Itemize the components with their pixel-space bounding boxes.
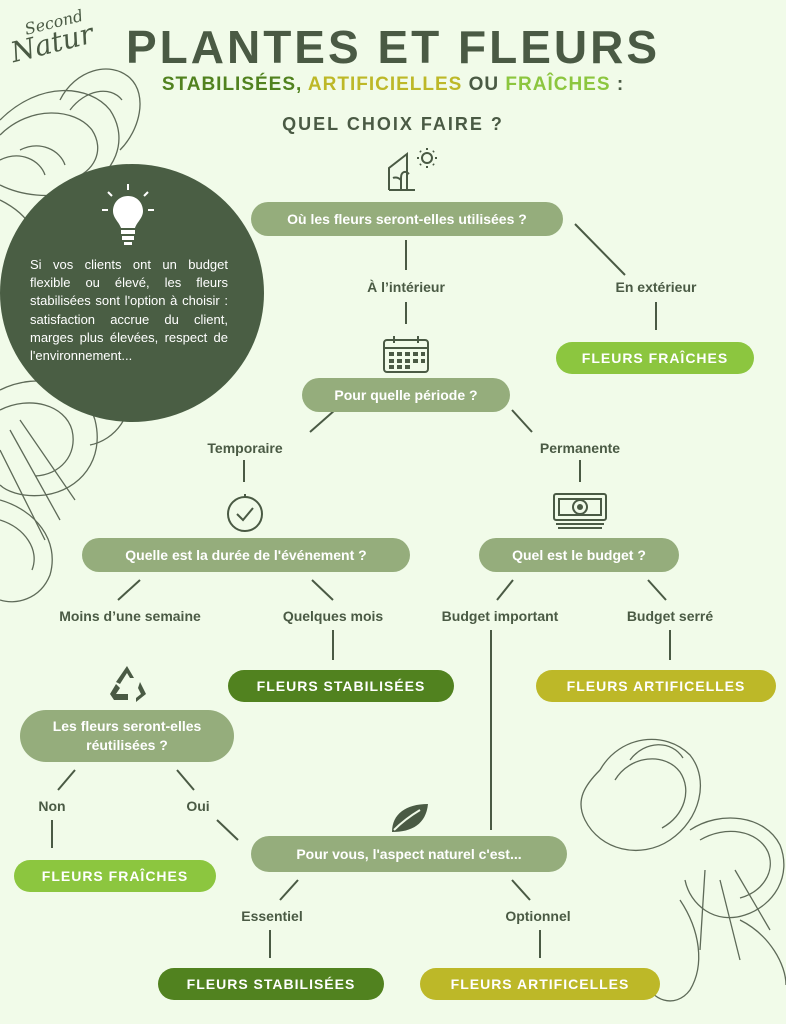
recycle-icon (110, 666, 146, 702)
result-artificielles-budget: FLEURS ARTIFICELLES (536, 670, 776, 702)
label-non: Non (38, 798, 66, 814)
label-budget-serre: Budget serré (626, 608, 714, 624)
label-quelques-mois: Quelques mois (282, 608, 384, 624)
calendar-icon (383, 336, 429, 373)
question-usage: Où les fleurs seront-elles utilisées ? (251, 202, 563, 236)
money-icon (553, 493, 607, 529)
page-subtitle: STABILISÉES, ARTIFICIELLES OU FRAÎCHES : (0, 74, 786, 96)
result-artificielles-optionnel: FLEURS ARTIFICELLES (420, 968, 660, 1000)
result-fraiches-non: FLEURS FRAÎCHES (14, 860, 216, 892)
label-optionnel: Optionnel (505, 908, 571, 924)
subtitle-artificielles: ARTIFICIELLES (307, 74, 463, 95)
question-duree: Quelle est la durée de l'événement ? (82, 538, 410, 572)
clock-icon (227, 494, 263, 532)
subtitle-fraiches: FRAÎCHES (505, 74, 611, 95)
question-reutilisees: Les fleurs seront-elles réutilisées ? (20, 710, 234, 762)
tip-text: Si vos clients ont un budget flexible ou… (30, 257, 228, 363)
result-stabilisees-mois: FLEURS STABILISÉES (228, 670, 454, 702)
page-title: PLANTES ET FLEURS (125, 21, 661, 73)
lightbulb-icon (102, 184, 154, 245)
label-interieur: À l’intérieur (367, 279, 445, 295)
question-periode: Pour quelle période ? (302, 378, 510, 412)
label-temporaire: Temporaire (207, 440, 283, 456)
subtitle-colon: : (616, 74, 625, 95)
flower-left-icon (0, 350, 130, 603)
question-budget: Quel est le budget ? (479, 538, 679, 572)
result-stabilisees-essentiel: FLEURS STABILISÉES (158, 968, 384, 1000)
label-permanente: Permanente (539, 440, 621, 456)
label-moins-semaine: Moins d’une semaine (59, 608, 201, 624)
label-budget-important: Budget important (441, 608, 559, 624)
label-exterieur: En extérieur (615, 279, 697, 295)
leaf-icon (392, 804, 428, 832)
subtitle-stabilisees: STABILISÉES, (161, 74, 303, 95)
main-question: QUEL CHOIX FAIRE ? (282, 114, 504, 134)
label-essentiel: Essentiel (241, 908, 303, 924)
question-naturel: Pour vous, l'aspect naturel c'est... (251, 836, 567, 872)
greenhouse-icon (388, 148, 437, 191)
subtitle-ou: OU (468, 74, 500, 95)
result-fraiches-exterieur: FLEURS FRAÎCHES (556, 342, 754, 374)
label-oui: Oui (186, 798, 210, 814)
